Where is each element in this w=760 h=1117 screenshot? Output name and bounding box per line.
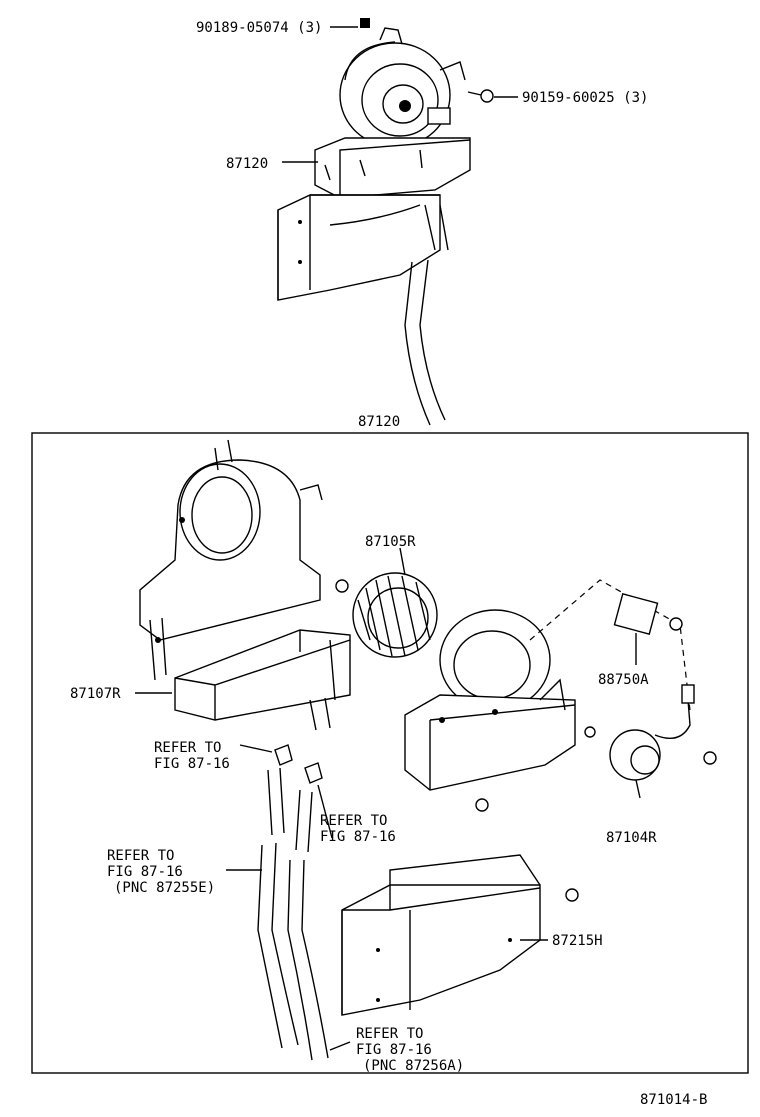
label-87120-assembly: 87120 xyxy=(358,414,400,430)
svg-text:REFER TO: REFER TO xyxy=(356,1026,423,1042)
figure-code: 871014-B xyxy=(640,1092,707,1108)
svg-text:FIG 87-16: FIG 87-16 xyxy=(154,756,230,772)
lower-housing xyxy=(404,609,596,791)
svg-text:FIG 87-16: FIG 87-16 xyxy=(107,864,183,880)
label-87105R: 87105R xyxy=(365,534,416,550)
svg-text:FIG 87-16: FIG 87-16 xyxy=(320,829,396,845)
label-87107R: 87107R xyxy=(70,686,121,702)
label-87215H: 87215H xyxy=(552,933,603,949)
svg-text:(PNC 87256A): (PNC 87256A) xyxy=(363,1058,464,1074)
reference-note-4: REFER TO FIG 87-16 (PNC 87256A) xyxy=(356,1026,464,1074)
reference-note-2: REFER TO FIG 87-16 xyxy=(320,813,396,845)
blower-fan xyxy=(335,547,438,658)
label-88750A: 88750A xyxy=(598,672,649,688)
reference-note-3: REFER TO FIG 87-16 (PNC 87255E) xyxy=(107,848,215,896)
label-87120-top: 87120 xyxy=(226,156,268,172)
svg-text:REFER TO: REFER TO xyxy=(154,740,221,756)
reference-note-1: REFER TO FIG 87-16 xyxy=(154,740,230,772)
hoses xyxy=(226,744,351,1061)
top-blower-assembly xyxy=(277,18,518,426)
svg-text:FIG 87-16: FIG 87-16 xyxy=(356,1042,432,1058)
blower-motor xyxy=(475,684,717,812)
label-90189-05074: 90189-05074 (3) xyxy=(196,20,322,36)
label-90159-60025: 90159-60025 (3) xyxy=(522,90,648,106)
svg-text:(PNC 87255E): (PNC 87255E) xyxy=(114,880,215,896)
label-87104R: 87104R xyxy=(606,830,657,846)
filter-box xyxy=(135,629,351,731)
svg-text:REFER TO: REFER TO xyxy=(107,848,174,864)
upper-housing xyxy=(139,439,323,681)
resistor-group xyxy=(529,579,691,711)
svg-text:REFER TO: REFER TO xyxy=(320,813,387,829)
lower-duct xyxy=(341,854,579,1016)
assembly-frame xyxy=(31,432,749,1074)
